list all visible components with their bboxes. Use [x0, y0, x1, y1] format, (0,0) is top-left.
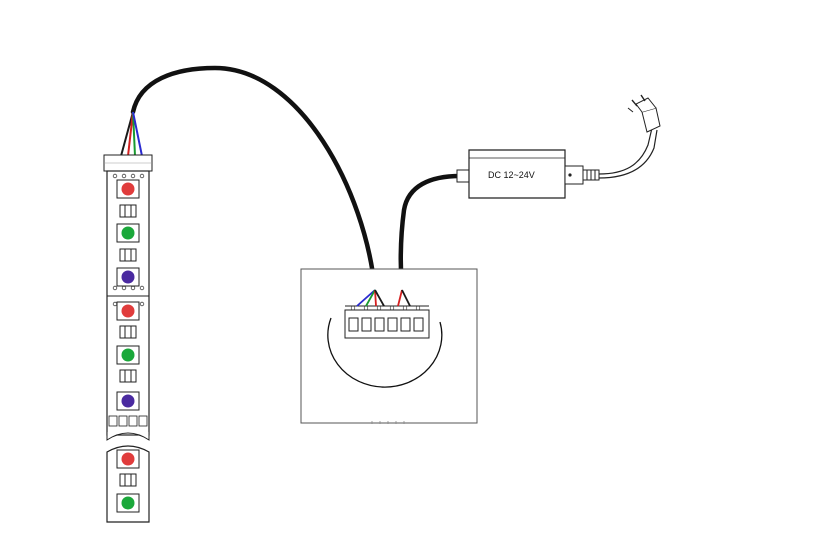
solder-pads: [108, 415, 148, 427]
led-strip-segment-continued: [106, 445, 150, 523]
resistor: [119, 473, 137, 487]
wall-plate: [300, 268, 478, 424]
resistor: [119, 369, 137, 383]
plate-ticks: [371, 421, 405, 424]
led-blue: [116, 267, 140, 287]
resistor: [119, 248, 137, 262]
strip-break: [106, 432, 150, 441]
ac-plug: [627, 94, 661, 133]
adapter-to-controller-cable: [398, 173, 463, 293]
terminal-slots: [348, 317, 424, 332]
led-red: [116, 179, 140, 199]
power-adapter: DC 12~24V: [456, 149, 600, 199]
controller-back-circle: [327, 317, 443, 388]
controller-input-wires: [356, 289, 411, 307]
ac-cable: [598, 127, 653, 175]
led-green: [116, 223, 140, 243]
strip-connector-wires: [120, 111, 143, 157]
led-red: [116, 301, 140, 321]
resistor: [119, 325, 137, 339]
terminal-screws: [350, 305, 421, 311]
resistor: [119, 204, 137, 218]
led-strip: [103, 111, 153, 436]
wall-controller: [300, 268, 478, 424]
led-green: [116, 493, 140, 513]
adapter-body: [468, 149, 566, 199]
led-blue: [116, 391, 140, 411]
adapter-output-connector: [564, 165, 600, 185]
strip-to-controller-cable: [130, 65, 378, 293]
ac-cable-inner: [598, 129, 658, 179]
adapter-voltage-label: DC 12~24V: [488, 170, 535, 180]
adapter-strain-relief-left: [456, 169, 470, 183]
led-red: [116, 449, 140, 469]
led-green: [116, 345, 140, 365]
